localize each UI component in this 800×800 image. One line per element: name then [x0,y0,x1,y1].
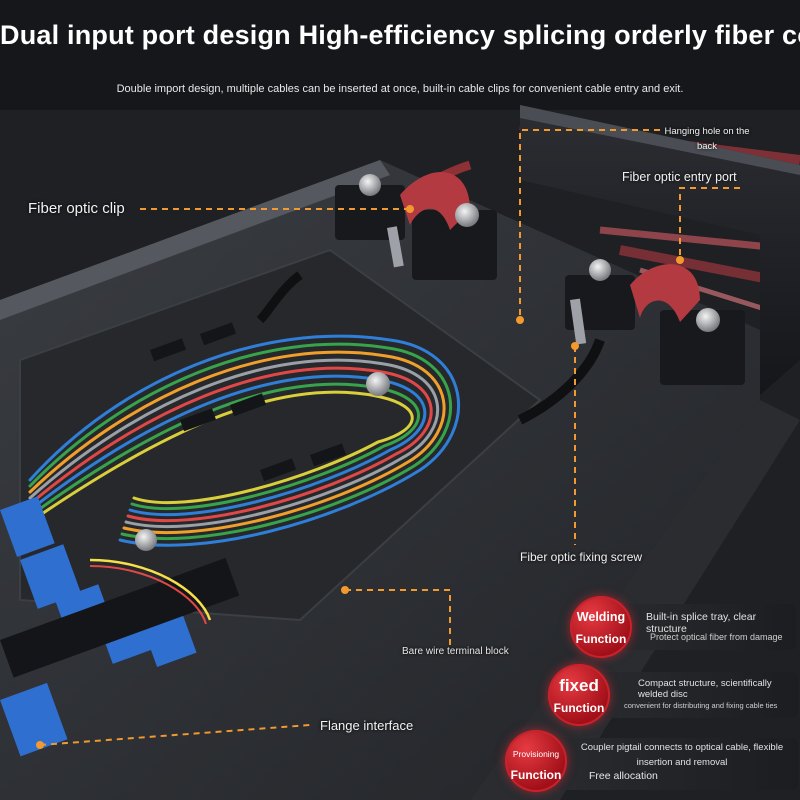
badge-subtitle: Function [510,768,562,782]
leader-lines [39,129,740,746]
feature-card-welding: Welding Function Built-in splice tray, c… [570,596,796,658]
badge-title: Welding [576,610,626,624]
page-title: Dual input port design High-efficiency s… [0,20,800,50]
feature-card-provisioning: Provisioning Function Coupler pigtail co… [505,730,798,796]
badge-title: Provisioning [512,749,560,759]
tray-screw [366,372,390,396]
back-panel [520,105,800,395]
feature-line-2: Protect optical fiber from damage [650,632,783,642]
splice-holders [150,322,347,482]
callout-fixing-screw: Fiber optic fixing screw [520,550,643,564]
badge-subtitle: Function [575,632,627,646]
tray-screw-lower [135,529,157,551]
fixed-badge: fixed Function [548,664,610,726]
page-subtitle: Double import design, multiple cables ca… [116,83,684,95]
callout-entry-port: Fiber optic entry port [622,170,737,184]
feature-line-2: convenient for distributing and fixing c… [624,701,778,710]
feature-line-1: Coupler pigtail connects to optical cabl… [580,742,784,768]
badge-title: fixed [559,676,599,695]
sc-adapter-row [0,496,240,757]
callout-flange: Flange interface [320,718,414,733]
callout-fiber-clip: Fiber optic clip [28,200,125,217]
feature-line-1: Compact structure, scientifically welded… [638,678,772,700]
feature-card-fixed: fixed Function Compact structure, scient… [548,664,798,726]
feature-line-1: Built-in splice tray, clear structure [646,611,757,635]
callout-hanging-hole: Hanging hole on the back [664,126,750,152]
feature-line-2: Free allocation [589,770,658,782]
provisioning-badge: Provisioning Function [505,730,567,792]
entry-port-hardware [565,259,745,385]
drop-cable [517,338,605,425]
fiber-clip-hardware [335,172,497,280]
fiber-coils [28,334,461,547]
badge-subtitle: Function [553,701,605,715]
welding-badge: Welding Function [570,596,632,658]
callout-bare-wire: Bare wire terminal block [402,646,509,657]
